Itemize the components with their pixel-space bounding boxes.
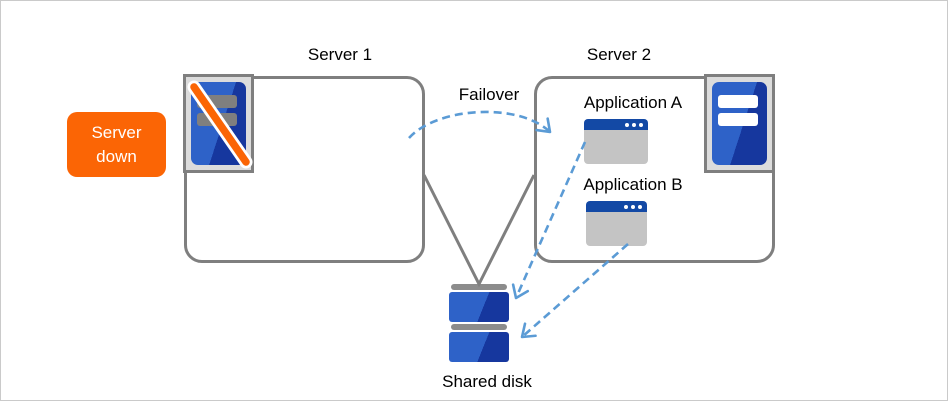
application-b-window-icon xyxy=(586,201,647,246)
window-dot-icon xyxy=(631,204,635,209)
server1-down-icon xyxy=(183,74,254,173)
server-slot-bar xyxy=(197,95,237,108)
disk-cap xyxy=(451,324,507,330)
application-b-label: Application B xyxy=(583,175,683,194)
application-a-window-icon xyxy=(584,119,648,164)
badge-line1: Server xyxy=(91,122,142,142)
window-dot-icon xyxy=(639,122,643,127)
badge-line2: down xyxy=(96,146,137,166)
servers-to-disk-lines xyxy=(422,174,536,288)
server2-label: Server 2 xyxy=(586,45,652,64)
shared-disk-label: Shared disk xyxy=(442,372,532,391)
server1-label: Server 1 xyxy=(307,45,373,64)
window-titlebar xyxy=(584,119,648,130)
window-dot-icon xyxy=(625,122,629,127)
server-slot-bar xyxy=(718,113,758,126)
disk-cap xyxy=(451,284,507,290)
window-dot-icon xyxy=(632,122,636,127)
shared-disk-icon xyxy=(449,284,509,364)
server2-icon xyxy=(704,74,775,173)
window-dot-icon xyxy=(624,204,628,209)
disk-segment xyxy=(449,292,509,322)
server-slot-bar xyxy=(718,95,758,108)
window-body xyxy=(586,212,647,246)
window-dot-icon xyxy=(638,204,642,209)
disk-segment xyxy=(449,332,509,362)
server-slot-bar xyxy=(197,113,237,126)
failover-label: Failover xyxy=(458,85,520,104)
window-titlebar xyxy=(586,201,647,212)
server-body-icon xyxy=(191,82,246,165)
server-down-badge: Server down xyxy=(67,112,166,177)
server-body-icon xyxy=(712,82,767,165)
window-body xyxy=(584,130,648,164)
application-a-label: Application A xyxy=(583,93,683,112)
failover-arrow xyxy=(408,110,552,139)
